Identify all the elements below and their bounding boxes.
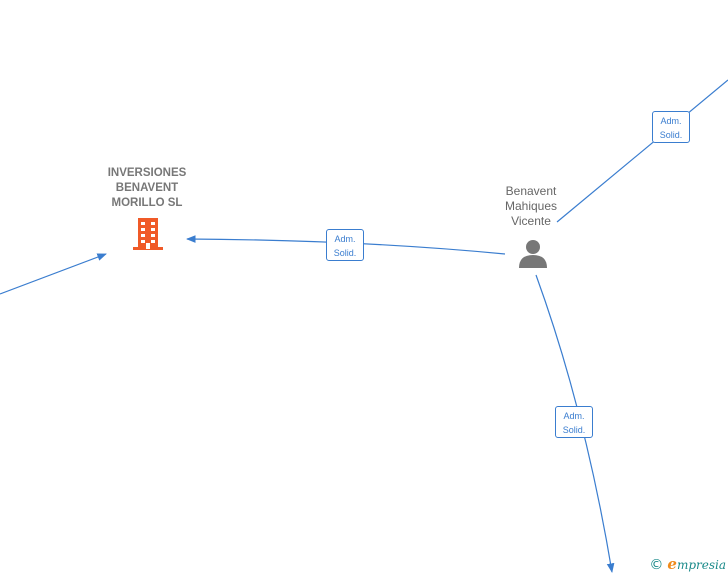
person-name-line-2: Mahiques	[504, 199, 558, 213]
edge-left-to-company	[0, 253, 107, 295]
edge-role-line-1: Adm.	[563, 411, 585, 421]
edge-person-to-top-right	[556, 79, 728, 223]
company-node-label[interactable]: INVERSIONES BENAVENT MORILLO SL	[96, 166, 198, 211]
company-name-line-2: BENAVENT	[115, 182, 179, 194]
edge-label-person-to-bottom[interactable]: Adm. Solid.	[555, 406, 593, 438]
empresia-logo[interactable]: ©empresia	[649, 555, 726, 573]
person-icon[interactable]	[517, 238, 549, 268]
brand-name: mpresia	[676, 558, 726, 572]
edge-role-line-2: Solid.	[562, 425, 586, 435]
edge-role-line-2: Solid.	[333, 248, 357, 258]
edge-label-person-to-top-right[interactable]: Adm. Solid.	[652, 111, 690, 143]
person-name-line-1: Benavent	[505, 184, 557, 198]
copyright-symbol: ©	[649, 557, 664, 573]
edge-role-line-1: Adm.	[334, 234, 356, 244]
company-name-line-1: INVERSIONES	[107, 167, 187, 179]
edge-role-line-2: Solid.	[659, 130, 683, 140]
company-name-line-3: MORILLO SL	[111, 197, 183, 209]
person-node-label[interactable]: Benavent Mahiques Vicente	[486, 184, 576, 229]
brand-initial: e	[667, 555, 677, 573]
building-icon[interactable]	[131, 217, 165, 251]
edge-label-person-to-company[interactable]: Adm. Solid.	[326, 229, 364, 261]
person-name-line-3: Vicente	[511, 214, 551, 228]
edge-role-line-1: Adm.	[660, 116, 682, 126]
